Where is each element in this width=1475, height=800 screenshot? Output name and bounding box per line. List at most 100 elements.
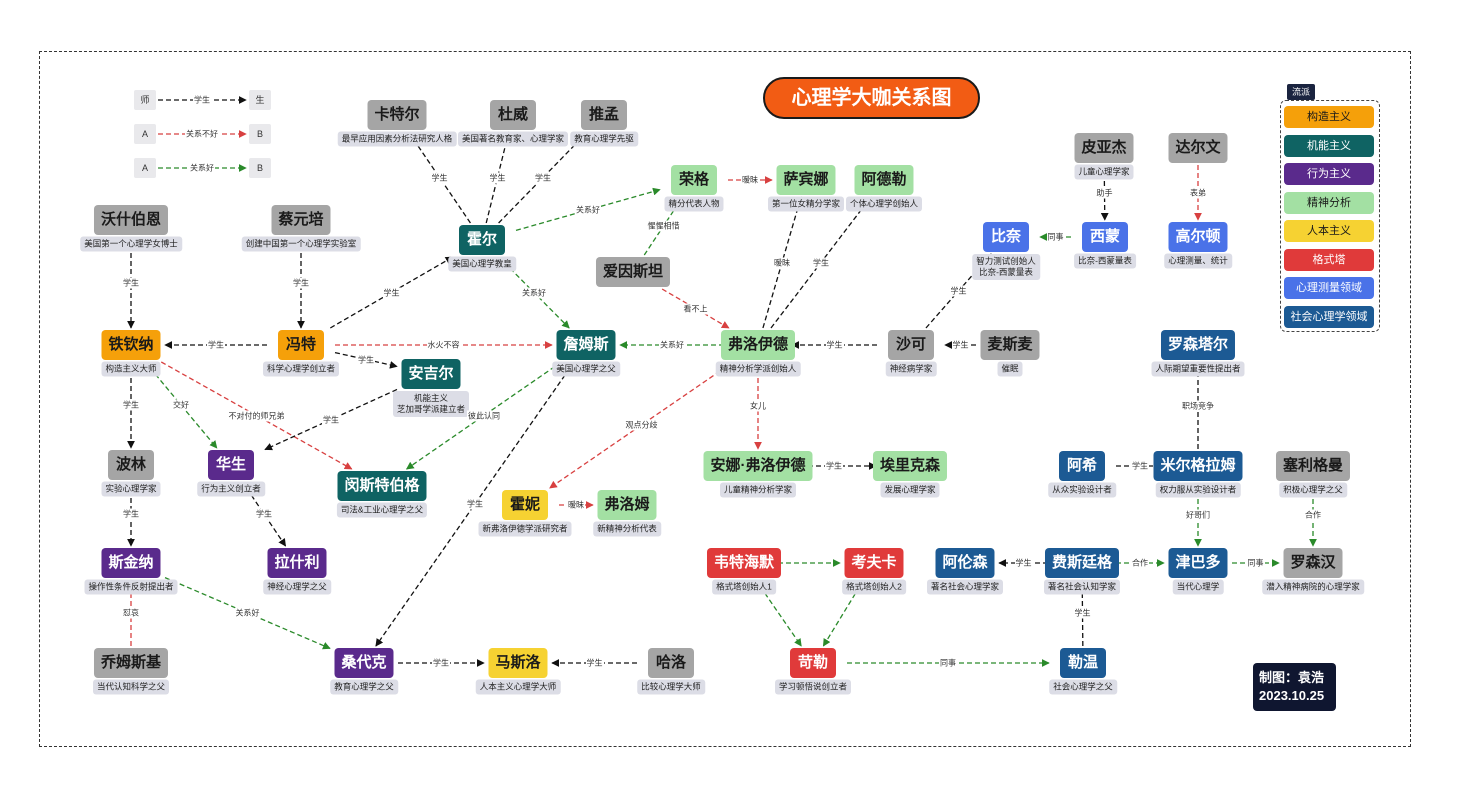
person-node-luosenhan: 罗森汉 xyxy=(1283,548,1343,578)
person-caption-maisimai: 催眠 xyxy=(997,361,1023,377)
edge-label-haoer-rongge: 关系好 xyxy=(575,204,601,216)
person-caption-weitehaimo: 格式塔创始人1 xyxy=(712,579,776,595)
person-caption-huasheng: 行为主义创立者 xyxy=(197,481,265,497)
edge-label-qiaomusi-sijinna: 怼哀 xyxy=(122,607,140,619)
person-node-shake: 沙可 xyxy=(888,330,934,360)
edge-label-axi-mierge: 学生 xyxy=(1131,460,1149,472)
person-node-lewen: 勒温 xyxy=(1060,648,1106,678)
person-node-adele: 阿德勒 xyxy=(854,165,914,195)
person-node-fuluomu: 弗洛姆 xyxy=(597,490,657,520)
key-from-good: A xyxy=(134,158,156,178)
credit-date: 2023.10.25 xyxy=(1259,688,1325,703)
person-node-masiluo: 马斯洛 xyxy=(488,648,548,678)
edge-label-tieqinna-huasheng: 交好 xyxy=(172,399,190,411)
person-caption-caiyuanpei: 创建中国第一个心理学实验室 xyxy=(241,236,361,252)
edge-label-haoer-duwei: 学生 xyxy=(488,172,507,183)
person-caption-ximeng: 比奈-西蒙量表 xyxy=(1074,253,1136,269)
edge-haoer-katel xyxy=(408,131,471,224)
edge-label-lewen-feisiting: 学生 xyxy=(1073,607,1092,619)
person-node-piyajie: 皮亚杰 xyxy=(1074,133,1134,163)
edge-label-haoer-tuimeng: 学生 xyxy=(534,172,552,183)
person-node-maisimai: 麦斯麦 xyxy=(980,330,1040,360)
key-to-bad: B xyxy=(249,124,271,144)
person-caption-tieqinna: 构造主义大师 xyxy=(101,361,161,377)
person-node-anna: 安娜·弗洛伊德 xyxy=(703,451,813,481)
person-node-fengte: 冯特 xyxy=(278,330,324,360)
edge-label-fuluoyide-anna: 女儿 xyxy=(749,400,767,411)
edge-label-haluo-masiluo: 学生 xyxy=(585,657,604,669)
edge-label-ximeng-binai: 同事 xyxy=(1046,231,1065,243)
person-caption-bolin: 实验心理学家 xyxy=(101,481,161,497)
edge-label-mierge-jinbaduo: 好哥们 xyxy=(1185,509,1211,520)
person-node-alunsen: 阿伦森 xyxy=(935,548,995,578)
edge-label-tieqinna-bolin: 学生 xyxy=(122,399,140,411)
edge-label-feisiting-jinbaduo: 合作 xyxy=(1131,557,1149,569)
legend-box xyxy=(1280,100,1380,332)
person-node-kele: 苛勒 xyxy=(790,648,836,678)
edge-weitehaimo-kele xyxy=(755,579,802,647)
person-node-gaoerdun: 高尔顿 xyxy=(1168,222,1228,252)
person-node-aiyinsitan: 爱因斯坦 xyxy=(595,257,671,287)
person-node-sangdaike: 桑代克 xyxy=(334,648,394,678)
legend-item-humanism: 人本主义 xyxy=(1284,220,1374,242)
person-node-haoer: 霍尔 xyxy=(459,225,505,255)
person-caption-anjier: 机能主义芝加哥学派建立者 xyxy=(392,391,470,417)
legend-item-psychoanalysis: 精神分析 xyxy=(1284,191,1374,214)
key-from-student: 师 xyxy=(134,90,156,110)
person-node-zhanmusi: 詹姆斯 xyxy=(556,330,616,360)
person-caption-gaoerdun: 心理测量、统计 xyxy=(1164,253,1232,269)
person-caption-haoer: 美国心理学教皇 xyxy=(448,256,516,272)
credit-author: 制图：袁浩 xyxy=(1259,670,1325,685)
person-caption-zhanmusi: 美国心理学之父 xyxy=(552,361,620,377)
edge-label-sangdaike-masiluo: 学生 xyxy=(432,657,450,669)
person-caption-haluo: 比较心理学大师 xyxy=(637,679,705,695)
key-from-bad: A xyxy=(134,124,156,144)
person-node-ailike: 埃里克森 xyxy=(872,451,948,481)
person-node-weitehaimo: 韦特海默 xyxy=(706,548,782,578)
diagram-frame xyxy=(39,51,1411,747)
person-node-woquan: 沃什伯恩 xyxy=(93,205,169,235)
edge-label-shake-fuluoyide: 学生 xyxy=(825,339,844,351)
edge-label-aiyinsitan-rongge: 惺惺相惜 xyxy=(646,220,681,232)
person-caption-huoni: 新弗洛伊德学派研究者 xyxy=(478,521,572,537)
person-node-axi: 阿希 xyxy=(1059,451,1105,481)
person-caption-luosentaer: 人际期望重要性提出者 xyxy=(1151,361,1245,377)
person-node-rongge: 荣格 xyxy=(671,165,717,195)
edge-label-jinbaduo-luosenhan: 同事 xyxy=(1246,557,1265,569)
person-caption-masiluo: 人本主义心理学大师 xyxy=(475,679,561,695)
person-caption-fengte: 科学心理学创立者 xyxy=(262,361,340,377)
edge-haoer-tuimeng xyxy=(498,131,588,224)
edge-label-sijinna-sangdaike: 关系好 xyxy=(234,607,261,619)
edge-label-fuluoyide-zhanmusi: 关系好 xyxy=(659,339,685,351)
page-title: 心理学大咖关系图 xyxy=(763,77,980,119)
person-caption-lashili: 神经心理学之父 xyxy=(263,579,331,595)
legend-item-gestalt: 格式塔 xyxy=(1284,248,1374,271)
edge-label-huoni-fuluomu: 暧昧 xyxy=(567,499,585,511)
person-node-fuluoyide: 弗洛伊德 xyxy=(720,330,796,360)
edge-label-haoer-zhanmusi: 关系好 xyxy=(521,287,547,298)
person-caption-jinbaduo: 当代心理学 xyxy=(1172,579,1224,595)
edge-label-anjier-huasheng: 学生 xyxy=(322,414,340,425)
person-node-kaofuka: 考夫卡 xyxy=(844,548,904,578)
person-caption-fuluoyide: 精神分析学派创始人 xyxy=(715,361,801,377)
person-caption-alunsen: 著名社会心理学家 xyxy=(926,579,1004,595)
legend-item-psychometrics: 心理测量领域 xyxy=(1284,277,1374,299)
key-label-student: 学生 xyxy=(193,94,211,106)
edge-label-zhanmusi-sangdaike: 学生 xyxy=(466,498,484,510)
person-caption-kele: 学习顿悟说创立者 xyxy=(774,679,852,695)
edge-fengte-anjier xyxy=(334,351,398,369)
person-node-qiaomusi: 乔姆斯基 xyxy=(93,648,169,678)
person-caption-woquan: 美国第一个心理学女博士 xyxy=(80,236,182,252)
person-caption-axi: 从众实验设计者 xyxy=(1048,482,1116,498)
edge-label-haoer-katel: 学生 xyxy=(430,172,449,183)
person-caption-sabina: 第一位女精分学家 xyxy=(767,196,845,212)
edge-label-fuluoyide-huoni: 观点分歧 xyxy=(624,419,659,431)
edge-fuluoyide-huoni xyxy=(549,361,734,489)
person-node-huoni: 霍妮 xyxy=(502,490,548,520)
person-node-feisiting: 费斯廷格 xyxy=(1044,548,1120,578)
person-node-katel: 卡特尔 xyxy=(367,100,427,130)
person-caption-adele: 个体心理学创始人 xyxy=(845,196,923,212)
edge-label-maisimai-shake: 学生 xyxy=(951,339,970,351)
key-label-bad: 关系不好 xyxy=(185,128,219,140)
edge-aiyinsitan-fuluoyide xyxy=(661,288,730,329)
